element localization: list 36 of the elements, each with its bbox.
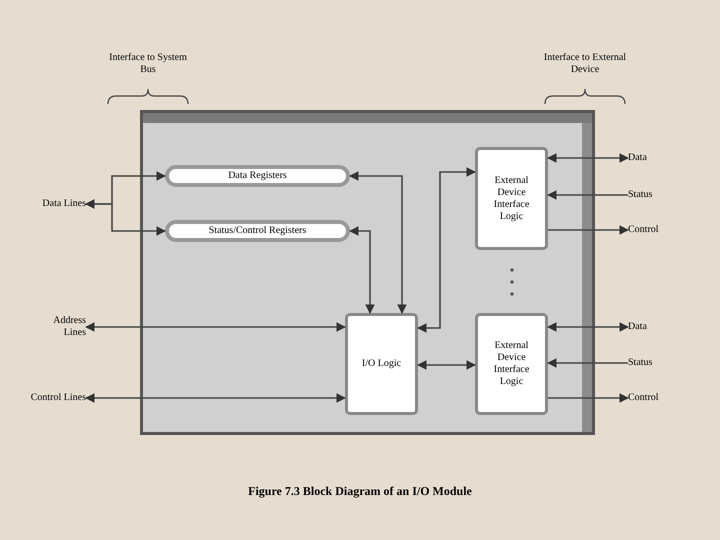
interface-heading: Interface to System Bus [108,52,188,76]
logic-box [345,313,418,415]
logic-box [475,147,548,250]
connector-arrow [85,393,346,403]
line-label: Data [628,150,698,166]
connector-arrow [85,199,166,236]
connector-arrow [548,225,629,235]
line-label: Control [628,390,698,406]
box-label: External Device Interface Logic [492,340,530,388]
line-label: Control [628,222,698,238]
logic-box [475,313,548,415]
figure-caption: Figure 7.3 Block Diagram of an I/O Module [247,484,473,499]
interface-heading: Interface to External Device [542,52,628,76]
line-label: Status [628,187,698,203]
box-label: I/O Logic [362,358,402,370]
line-label: Address Lines [30,314,86,340]
module-box [140,110,595,435]
connector-arrow [547,190,628,200]
line-label: Data Lines [30,192,86,216]
box-label: External Device Interface Logic [492,174,530,222]
connector-arrow [349,226,375,314]
connector-arrow [417,167,476,333]
connector-arrow [349,171,407,314]
connector-arrow [548,393,629,403]
connector-arrow [547,358,628,368]
box-label: Data Registers [228,170,287,182]
line-label: Control Lines [30,385,86,411]
connector-arrow [547,322,629,332]
line-label: Status [628,355,698,371]
connector-arrow [85,322,346,332]
register-box [165,165,350,187]
register-box [165,220,350,242]
connector-arrow [547,153,629,163]
connector-arrow [417,360,476,370]
box-label: Status/Control Registers [208,225,306,237]
line-label: Data [628,319,698,335]
